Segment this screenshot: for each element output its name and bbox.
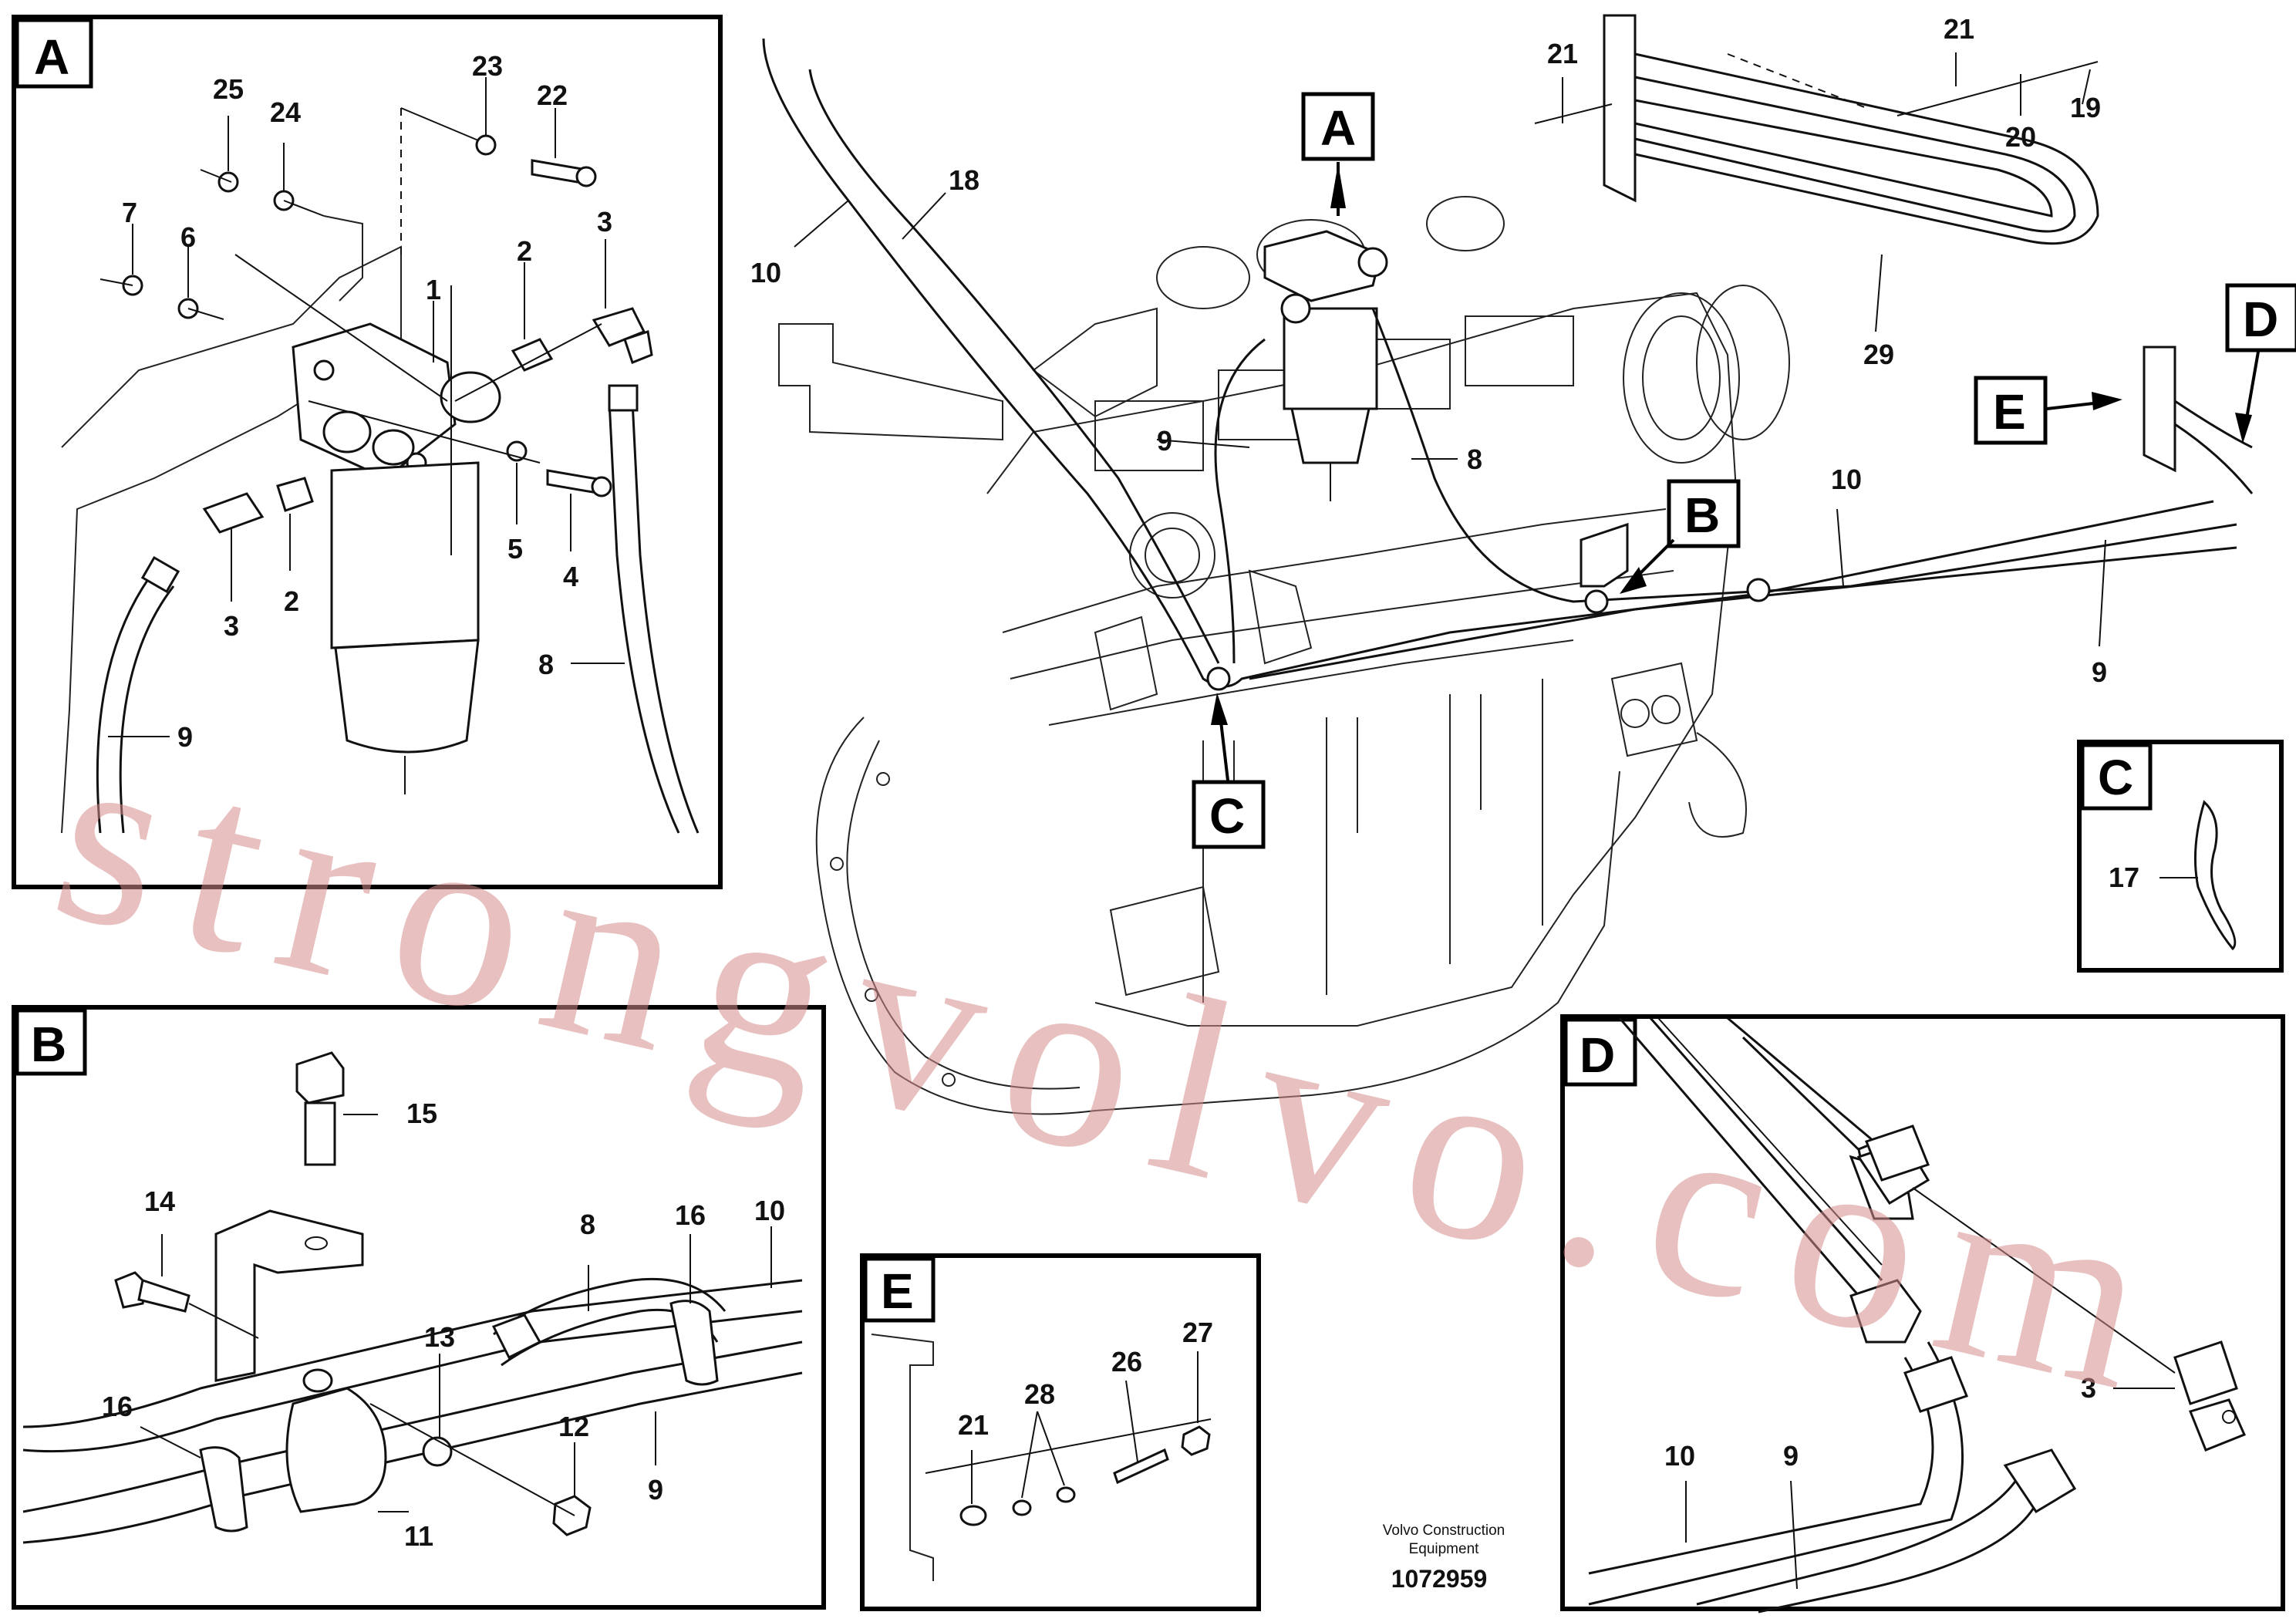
- callout-10-right: 10: [1831, 464, 1862, 495]
- panel-d-letter: D: [1580, 1027, 1615, 1083]
- panel-e: E 21 28 26 27: [860, 1253, 1261, 1611]
- panel-e-badge: [863, 1256, 936, 1323]
- panel-b-badge: [15, 1008, 87, 1076]
- callout-a-6: 6: [180, 221, 196, 253]
- callout-e-28: 28: [1024, 1378, 1055, 1410]
- callout-21-left: 21: [1547, 38, 1578, 69]
- callout-a-22: 22: [537, 79, 568, 111]
- panel-d-badge: [1563, 1017, 1637, 1087]
- callout-e-26: 26: [1111, 1346, 1142, 1378]
- engine-main-view: [762, 14, 2254, 1115]
- panel-d-frame: [1560, 1014, 2285, 1611]
- callout-b-10: 10: [754, 1195, 785, 1226]
- callout-b-12: 12: [558, 1411, 589, 1442]
- callout-a-2-bottom: 2: [284, 585, 299, 617]
- callout-badge-a-letter: A: [1320, 100, 1356, 156]
- panel-a-letter: A: [34, 29, 69, 85]
- callout-badge-d-letter: D: [2243, 292, 2278, 347]
- main-callout-badges: A B C D E: [1192, 92, 2296, 849]
- panel-c-frame: [2077, 740, 2284, 973]
- callout-b-9: 9: [648, 1474, 663, 1506]
- callout-e-21: 21: [958, 1409, 989, 1441]
- watermark: strongvolvo.com: [34, 690, 2200, 1450]
- footer-credit: Volvo Construction Equipment 1072959: [1383, 1523, 1505, 1593]
- callout-b-13: 13: [424, 1321, 455, 1353]
- company-line-2: Equipment: [1409, 1541, 1480, 1557]
- callout-badge-b: [1667, 479, 1741, 548]
- drawing-number: 1072959: [1391, 1565, 1488, 1593]
- callout-9-right: 9: [2092, 656, 2107, 688]
- callout-a-24: 24: [270, 96, 301, 128]
- callout-badge-a: [1301, 92, 1375, 161]
- panel-a-badge: [15, 18, 93, 89]
- callout-b-11: 11: [404, 1520, 433, 1552]
- panel-b: B: [12, 1005, 826, 1610]
- callout-b-8: 8: [580, 1209, 595, 1240]
- callout-b-15: 15: [406, 1098, 437, 1129]
- panel-b-letter: B: [31, 1017, 66, 1072]
- callout-b-14: 14: [144, 1185, 175, 1217]
- callout-badge-c: [1192, 780, 1266, 849]
- panel-c: C 17: [2077, 740, 2284, 973]
- callout-d-10: 10: [1664, 1440, 1695, 1472]
- callout-badge-e: [1974, 376, 2048, 445]
- callout-b-16-left: 16: [102, 1391, 133, 1422]
- callout-badge-e-letter: E: [1993, 384, 2026, 440]
- callout-8-main: 8: [1467, 443, 1482, 475]
- callout-18: 18: [949, 164, 979, 196]
- callout-d-3: 3: [2081, 1372, 2096, 1404]
- callout-20: 20: [2005, 121, 2036, 153]
- callout-19: 19: [2070, 92, 2101, 123]
- panel-c-badge: [2080, 743, 2153, 811]
- callout-a-9: 9: [177, 721, 193, 753]
- callout-a-3-bottom: 3: [224, 610, 239, 642]
- panel-d: D 3 10 9: [1560, 1014, 2285, 1614]
- company-line-1: Volvo Construction: [1383, 1523, 1505, 1539]
- callout-badge-c-letter: C: [1209, 788, 1245, 844]
- callout-a-2-top: 2: [517, 235, 532, 267]
- panel-c-letter: C: [2098, 750, 2133, 805]
- callout-29: 29: [1863, 339, 1894, 370]
- main-labels: 18 10 9 8 10 9 21 21 20 19 29: [750, 13, 2107, 688]
- callout-e-27: 27: [1182, 1317, 1213, 1348]
- callout-d-9: 9: [1783, 1440, 1799, 1472]
- panel-e-frame: [860, 1253, 1261, 1611]
- callout-a-3-top: 3: [597, 206, 612, 238]
- callout-b-16-top: 16: [675, 1199, 706, 1231]
- callout-a-23: 23: [472, 50, 503, 82]
- callout-9-main: 9: [1157, 425, 1172, 457]
- callout-a-4: 4: [563, 561, 578, 592]
- panel-e-letter: E: [881, 1263, 914, 1319]
- panel-b-frame: [12, 1005, 826, 1610]
- callout-21-right: 21: [1944, 13, 1974, 45]
- callout-a-25: 25: [213, 73, 244, 105]
- callout-badge-d: [2225, 283, 2296, 352]
- callout-a-1: 1: [426, 274, 441, 305]
- callout-a-8: 8: [538, 649, 554, 680]
- callout-badge-b-letter: B: [1684, 487, 1720, 543]
- callout-c-17: 17: [2109, 862, 2139, 893]
- panel-a: A: [12, 15, 723, 889]
- callout-a-5: 5: [507, 533, 523, 565]
- panel-a-frame: [12, 15, 723, 889]
- callout-a-7: 7: [122, 197, 137, 228]
- callout-10-top: 10: [750, 257, 781, 288]
